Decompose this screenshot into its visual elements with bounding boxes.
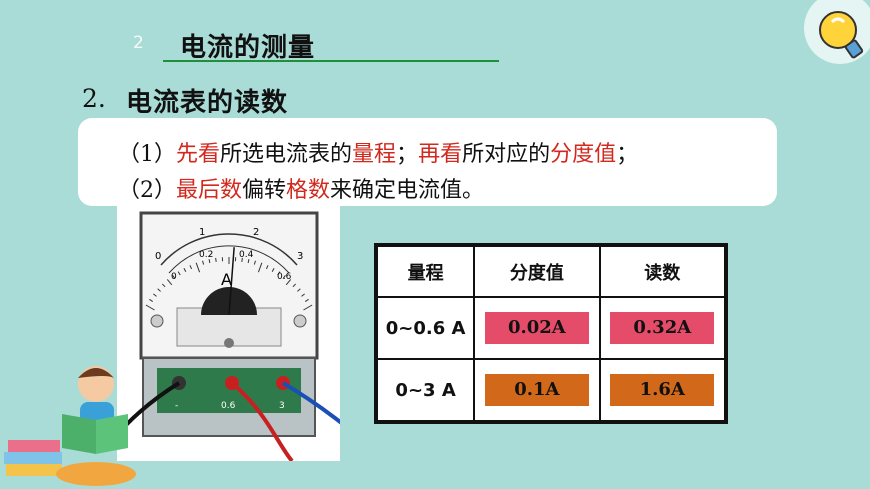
highlight-text: 分度值 (550, 142, 617, 167)
scale-tick (241, 257, 243, 262)
highlight-text: 格数 (286, 178, 331, 203)
top-scale-label: 3 (297, 251, 303, 262)
top-scale-label: 2 (253, 227, 259, 238)
scale-tick (149, 298, 154, 302)
scale-ticks (145, 257, 313, 311)
highlight-text: 量程 (352, 142, 397, 167)
reading-table: 量程 分度值 读数 0~0.6 A 0.02A 0.32A 0~3 A 0.1A… (374, 243, 728, 424)
instruction-text: ； (396, 142, 419, 167)
ammeter-image: 0 1 2 3 0 0.2 0.4 0.6 A - 0.6 3 (117, 203, 340, 461)
instruction-box (78, 118, 777, 206)
meter-needle (228, 247, 235, 316)
table-row: 0~3 A 0.1A 1.6A (375, 358, 727, 422)
bottom-scale-label: 0.4 (239, 250, 254, 260)
unit-label: A (221, 270, 232, 289)
division-value: 0.02A (484, 312, 589, 345)
instruction-text: ； (616, 142, 639, 167)
lightbulb-icon (804, 0, 870, 64)
scale-tick (285, 279, 292, 286)
terminal-label: - (175, 401, 178, 411)
scale-tick (183, 268, 187, 273)
scale-tick (145, 304, 155, 311)
scale-tick (172, 275, 176, 279)
instruction-text: 所选电流表的 (220, 142, 353, 167)
scale-tick (257, 262, 263, 273)
scale-tick (301, 293, 305, 297)
instruction-text: 来确定电流值。 (330, 178, 485, 203)
scale-tick (297, 288, 301, 292)
table-header-row: 量程 分度值 读数 (375, 244, 727, 299)
title-underline (163, 60, 499, 62)
scale-tick (161, 283, 166, 288)
reading-cell: 1.6A (598, 358, 727, 422)
scale-tick (166, 279, 173, 286)
highlight-text: 再看 (418, 142, 463, 167)
range-cell: 0~0.6 A (375, 296, 476, 361)
scale-tick (195, 262, 201, 273)
section-title: 电流表的读数 (126, 88, 289, 118)
slide-number: 2 (133, 33, 144, 53)
scale-tick (303, 304, 313, 311)
scale-tick (177, 271, 181, 276)
scale-tick (189, 265, 193, 270)
scale-tick (202, 260, 205, 265)
reading-value: 0.32A (610, 312, 715, 345)
top-scale-label: 0 (155, 251, 161, 262)
scale-tick (277, 271, 281, 276)
scale-tick (265, 265, 269, 270)
scale-tick (157, 288, 161, 292)
scale-tick (153, 293, 157, 297)
scale-tick (253, 260, 256, 265)
range-cell: 0~3 A (375, 358, 476, 422)
bottom-scale-label: 0 (171, 272, 177, 282)
page-title: 电流的测量 (180, 33, 316, 63)
header-division: 分度值 (473, 244, 601, 299)
instruction-text: （1） (118, 142, 176, 167)
bottom-scale-label: 0.6 (277, 272, 292, 282)
reading-kid-illustration (4, 366, 136, 486)
division-cell: 0.1A (473, 358, 601, 422)
scale-tick (247, 258, 250, 264)
scale-tick (282, 275, 286, 279)
scale-tick (208, 258, 211, 264)
terminal-label: 3 (279, 401, 285, 411)
instruction-line-1: （1）先看所选电流表的量程；再看所对应的分度值； (118, 136, 638, 168)
reading-cell: 0.32A (598, 296, 727, 361)
reading-value: 1.6A (610, 374, 715, 407)
header-range: 量程 (375, 244, 476, 299)
highlight-text: 先看 (176, 142, 221, 167)
top-scale-label: 1 (199, 227, 205, 238)
instruction-text: 所对应的 (462, 142, 551, 167)
scale-tick (292, 283, 297, 288)
header-reading: 读数 (598, 244, 727, 299)
scale-tick (215, 257, 217, 262)
scale-tick (304, 298, 309, 302)
division-value: 0.1A (484, 374, 589, 407)
terminal-label: 0.6 (221, 401, 236, 411)
bottom-scale-label: 0.2 (199, 250, 213, 260)
division-cell: 0.02A (473, 296, 601, 361)
scale-tick (271, 268, 275, 273)
highlight-text: 最后数 (176, 178, 243, 203)
table-row: 0~0.6 A 0.02A 0.32A (375, 296, 727, 361)
instruction-line-2: （2）最后数偏转格数来确定电流值。 (118, 172, 484, 204)
instruction-text: （2） (118, 178, 176, 203)
section-number: 2. (82, 84, 106, 113)
instruction-text: 偏转 (242, 178, 287, 203)
